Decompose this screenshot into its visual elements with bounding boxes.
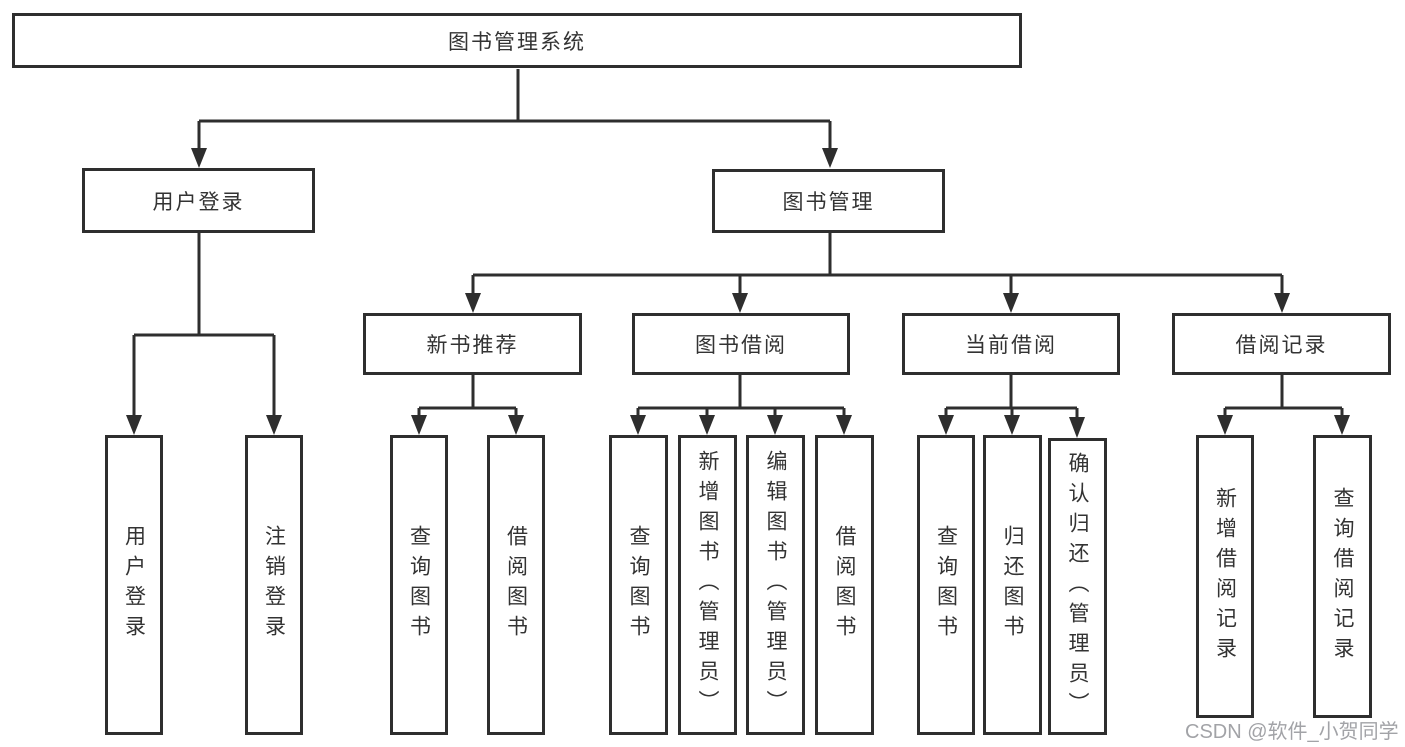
leaf-query-borrow-record: 查询借阅记录 [1313, 435, 1372, 718]
csdn-watermark: CSDN @软件_小贺同学 [1185, 721, 1399, 743]
leaf-query-borrow-record-label: 查询借阅记录 [1331, 486, 1354, 667]
leaf-query-books-3-label: 查询图书 [934, 525, 958, 645]
leaf-logout-label: 注销登录 [262, 525, 286, 645]
leaf-user-login-label: 用户登录 [122, 525, 146, 645]
leaf-query-books-3: 查询图书 [917, 435, 975, 735]
connector-root-to-level2 [191, 69, 838, 168]
node-book-borrow-label: 图书借阅 [695, 334, 787, 357]
node-new-book-recommend: 新书推荐 [363, 313, 582, 375]
leaf-query-books-1: 查询图书 [390, 435, 448, 735]
leaf-borrow-books-1-label: 借阅图书 [504, 525, 528, 645]
connector-user-login-children [126, 233, 282, 435]
connector-borrow-record-children [1217, 375, 1350, 435]
leaf-confirm-return-admin: 确认归还（管理员） [1048, 438, 1107, 735]
leaf-borrow-books-2-label: 借阅图书 [833, 525, 856, 645]
leaf-add-books-admin-label: 新增图书（管理员） [696, 450, 719, 720]
leaf-user-login: 用户登录 [105, 435, 163, 735]
node-book-management-label: 图书管理 [782, 191, 875, 214]
leaf-query-books-2-label: 查询图书 [627, 525, 650, 645]
node-user-login: 用户登录 [82, 168, 315, 233]
node-current-borrow-label: 当前借阅 [965, 334, 1057, 357]
connector-book-borrow-children [630, 375, 852, 435]
leaf-edit-books-admin: 编辑图书（管理员） [746, 435, 805, 735]
leaf-return-books-label: 归还图书 [1001, 525, 1024, 645]
node-book-management: 图书管理 [712, 169, 945, 233]
leaf-add-borrow-record-label: 新增借阅记录 [1213, 486, 1237, 667]
node-root-system: 图书管理系统 [12, 13, 1022, 68]
leaf-query-books-1-label: 查询图书 [407, 525, 431, 645]
leaf-borrow-books-1: 借阅图书 [487, 435, 545, 735]
leaf-confirm-return-admin-label: 确认归还（管理员） [1066, 451, 1089, 722]
leaf-logout: 注销登录 [245, 435, 303, 735]
connector-book-management-children [465, 233, 1290, 313]
node-user-login-label: 用户登录 [152, 190, 245, 214]
node-current-borrow: 当前借阅 [902, 313, 1120, 375]
leaf-add-borrow-record: 新增借阅记录 [1196, 435, 1254, 718]
node-borrow-record: 借阅记录 [1172, 313, 1391, 375]
leaf-add-books-admin: 新增图书（管理员） [678, 435, 737, 735]
leaf-edit-books-admin-label: 编辑图书（管理员） [764, 450, 787, 720]
leaf-query-books-2: 查询图书 [609, 435, 668, 735]
leaf-borrow-books-2: 借阅图书 [815, 435, 874, 735]
connector-new-book-children [411, 375, 524, 435]
node-borrow-record-label: 借阅记录 [1235, 334, 1328, 357]
connector-current-borrow-children [938, 375, 1085, 438]
node-root-label: 图书管理系统 [448, 30, 586, 54]
leaf-return-books: 归还图书 [983, 435, 1042, 735]
node-new-book-recommend-label: 新书推荐 [426, 334, 519, 357]
node-book-borrow: 图书借阅 [632, 313, 850, 375]
